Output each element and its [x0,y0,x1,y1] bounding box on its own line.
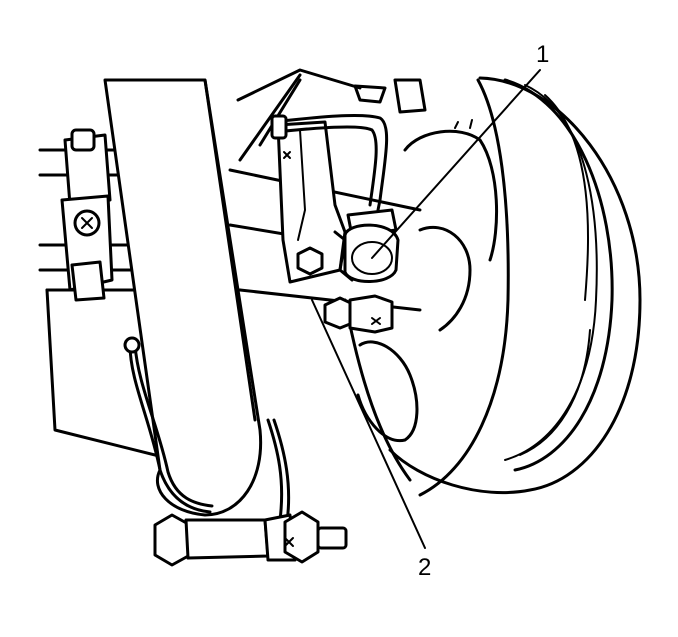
sensor-bracket [276,120,347,284]
lower-bolts [153,510,348,567]
strut-assembly [103,78,263,517]
callout-2-leader [311,299,426,549]
brake-line-clamp [38,128,132,302]
wheel-tire [388,76,642,497]
mounting-bolt [323,294,394,334]
callout-1-leader [371,69,541,259]
wheel-speed-sensor [270,113,400,283]
callout-2-label: 2 [418,554,431,581]
callout-1-label: 1 [536,41,549,68]
